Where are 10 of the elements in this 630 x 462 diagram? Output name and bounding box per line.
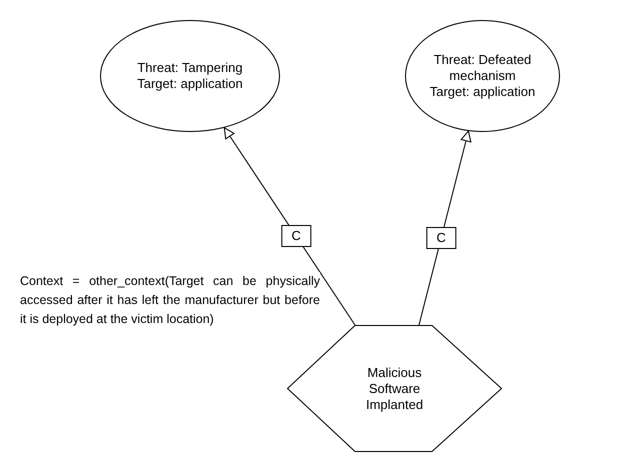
node-text: Target: application xyxy=(136,76,244,92)
arrow xyxy=(418,130,472,326)
node-text: Malicious Software Implanted xyxy=(364,364,424,412)
node-text: Target: application xyxy=(428,84,536,100)
arrow xyxy=(224,127,356,326)
context-note: Context = other_context(Target can be physically accessed after it has left the manufacturer but before it is deployed at the victim location) xyxy=(20,272,320,329)
node-text: Threat: Tampering xyxy=(136,60,244,76)
edge-label: C xyxy=(426,226,456,249)
edge-label: C xyxy=(282,225,311,248)
node-text: Threat: Defeated mechanism xyxy=(432,52,532,84)
